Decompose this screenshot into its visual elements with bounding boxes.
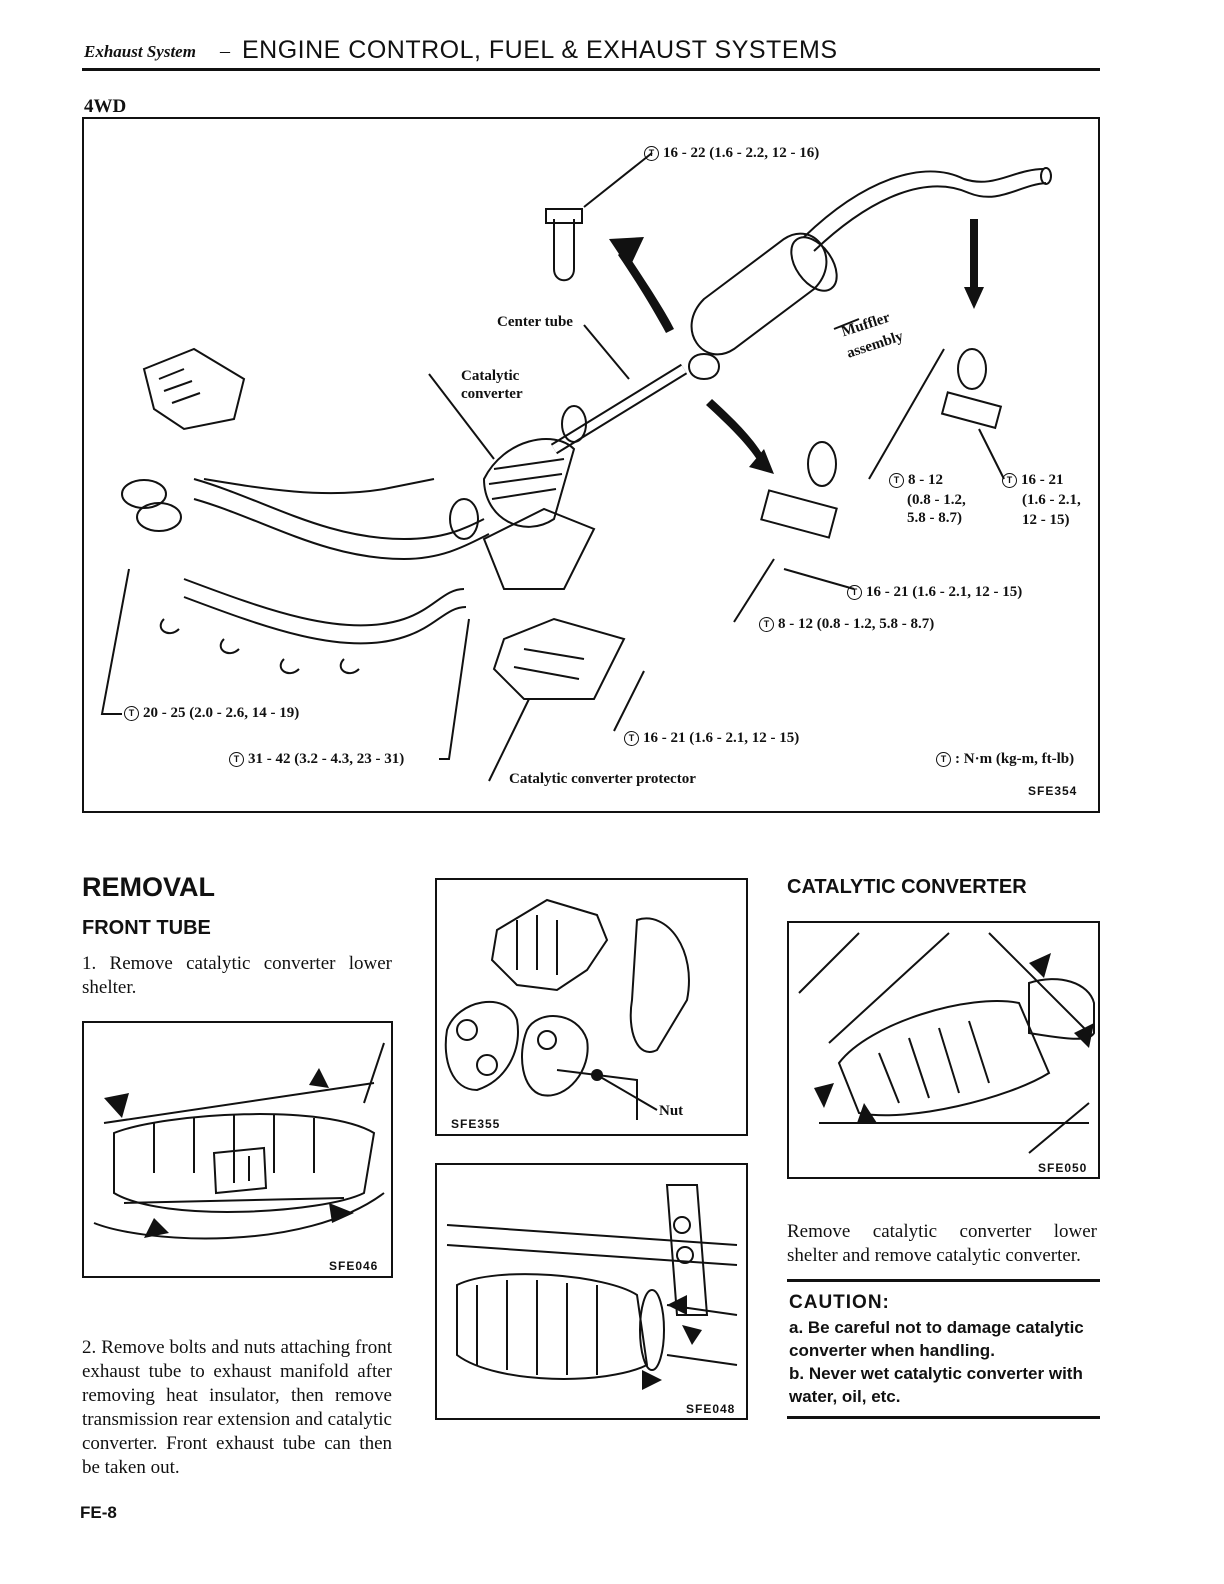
- figure-sfe048: SFE048: [435, 1163, 748, 1420]
- caution-rule-top: [787, 1279, 1100, 1282]
- callout-protector: Catalytic converter protector: [509, 771, 696, 787]
- caution-title: CAUTION:: [789, 1292, 890, 1313]
- nut-label: Nut: [659, 1103, 684, 1119]
- callout-catalytic-l1: Catalytic: [461, 368, 520, 384]
- callout-mount-b-l3: 12 - 15): [1022, 512, 1070, 528]
- figure-code-sfe048: SFE048: [686, 1402, 736, 1416]
- exhaust-diagram-art: [100, 152, 1052, 782]
- callout-mount-b-l2: (1.6 - 2.1,: [1022, 492, 1081, 508]
- callout-center-tube: Center tube: [497, 314, 573, 330]
- diagram-label: 4WD: [84, 96, 127, 117]
- figure-code-sfe046: SFE046: [329, 1259, 379, 1273]
- torque-legend: T: N·m (kg-m, ft-lb): [936, 751, 1074, 768]
- section-name: Exhaust System: [84, 42, 196, 61]
- catalytic-heading: CATALYTIC CONVERTER: [787, 876, 1027, 898]
- step-2-text: 2. Remove bolts and nuts attaching front…: [82, 1337, 392, 1478]
- page-number: FE-8: [80, 1503, 117, 1522]
- figure-sfe046: SFE046: [82, 1021, 393, 1278]
- figure-code-sfe355: SFE355: [451, 1117, 501, 1131]
- callout-mount-a-l2: (0.8 - 1.2,: [907, 492, 966, 508]
- header-dash: –: [220, 40, 230, 62]
- figure-code-main: SFE354: [1028, 784, 1078, 798]
- step-1-text: 1. Remove catalytic converter lower shel…: [82, 953, 392, 998]
- caution-rule-bottom: [787, 1416, 1100, 1419]
- page-title: ENGINE CONTROL, FUEL & EXHAUST SYSTEMS: [242, 36, 838, 64]
- figure-sfe050-art: [798, 932, 1095, 1154]
- figure-sfe355: Nut SFE355: [435, 878, 748, 1136]
- callout-mount-a-l3: 5.8 - 8.7): [907, 510, 962, 526]
- figure-sfe355-art: [444, 898, 690, 1120]
- front-tube-heading: FRONT TUBE: [82, 917, 211, 939]
- caution-item-a: a. Be careful not to damage catalytic co…: [789, 1318, 1084, 1360]
- caution-item-b: b. Never wet catalytic converter with wa…: [789, 1364, 1083, 1406]
- removal-heading: REMOVAL: [82, 872, 215, 902]
- figure-code-sfe050: SFE050: [1038, 1161, 1088, 1175]
- figure-sfe046-art: [93, 1042, 385, 1240]
- figure-sfe048-art: [446, 1184, 738, 1390]
- header-rule: [82, 68, 1100, 71]
- callout-catalytic-l2: converter: [461, 386, 523, 402]
- catalytic-text: Remove catalytic converter lower shelter…: [787, 1221, 1097, 1266]
- figure-sfe050: SFE050: [787, 921, 1100, 1179]
